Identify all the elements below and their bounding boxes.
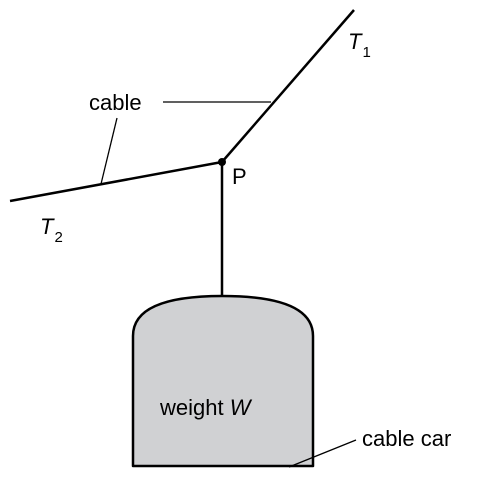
weight-symbol: W xyxy=(230,395,253,420)
tension-t1-label: T1 xyxy=(348,29,371,61)
cable-car-label-leader xyxy=(288,439,357,468)
tension-t2-subscript: 2 xyxy=(54,229,62,246)
point-p-dot xyxy=(218,158,226,166)
cable-segment-t2 xyxy=(9,160,223,203)
weight-label: weight W xyxy=(159,395,253,420)
cable-car-body xyxy=(131,294,315,468)
tension-t2-label: T2 xyxy=(40,214,63,246)
cable-label-leader-left xyxy=(100,117,118,185)
cable-car-label: cable car xyxy=(362,426,451,451)
tension-t1-subscript: 1 xyxy=(362,44,370,61)
point-p-label: P xyxy=(232,164,247,189)
cable-label: cable xyxy=(89,90,142,115)
tension-t1-symbol: T xyxy=(348,29,363,54)
cable-segment-t1 xyxy=(221,9,355,163)
weight-label-prefix: weight xyxy=(159,395,224,420)
tension-t2-symbol: T xyxy=(40,214,55,239)
